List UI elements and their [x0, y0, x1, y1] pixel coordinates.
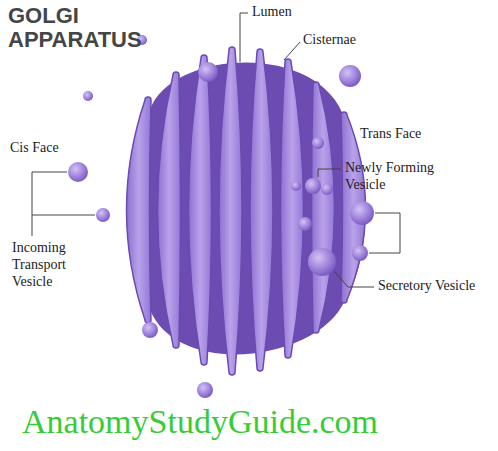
label-slot: Incoming Transport Vesicle: [12, 240, 84, 290]
vesicles: [68, 35, 374, 398]
cisternae-stack: [127, 47, 366, 375]
label-slot: Lumen: [252, 4, 292, 21]
label-slot: Trans Face: [360, 126, 421, 143]
part-label: Incoming Transport Vesicle: [12, 240, 84, 290]
label-slot: Cisternae: [303, 32, 356, 49]
part-label: Secretory Vesicle: [378, 278, 475, 295]
label-slot: Newly Forming Vesicle: [345, 160, 453, 194]
face-label: Cis Face: [10, 140, 59, 157]
title-slot: GOLGI APPARATUS: [8, 4, 158, 52]
label-slot: Cis Face: [10, 140, 59, 157]
golgi-body: [131, 63, 365, 355]
part-label: Lumen: [252, 4, 292, 21]
watermark: AnatomyStudyGuide.com: [22, 403, 378, 440]
part-label: Newly Forming Vesicle: [345, 160, 453, 194]
face-label: Trans Face: [360, 126, 421, 143]
part-label: Cisternae: [303, 32, 356, 49]
diagram-title: GOLGI APPARATUS: [8, 4, 158, 52]
leader-lines: [32, 13, 400, 287]
label-slot: AnatomyStudyGuide.com: [22, 403, 378, 440]
label-slot: Secretory Vesicle: [378, 278, 475, 295]
